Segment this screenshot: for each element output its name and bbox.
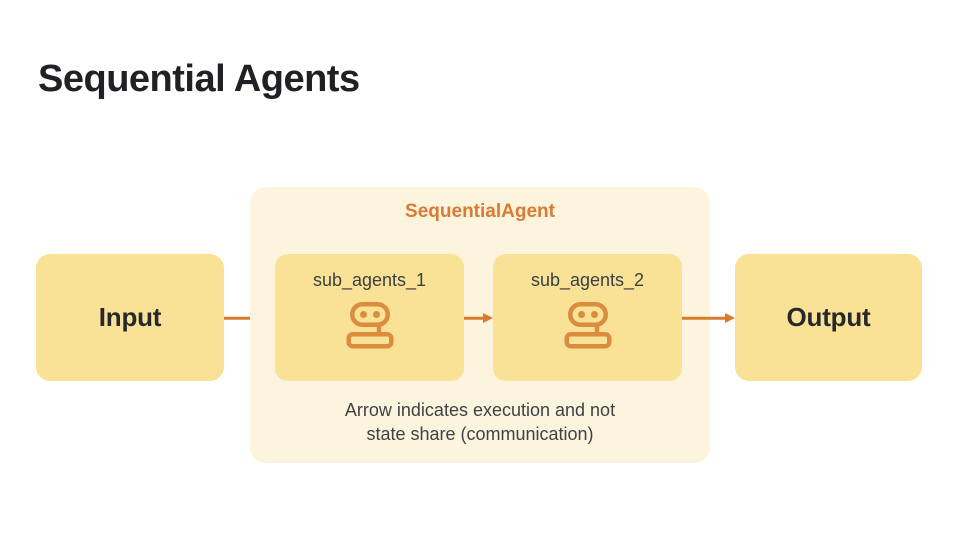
container-label: SequentialAgent <box>405 201 555 222</box>
sub-agent-2-label: sub_agents_2 <box>530 270 645 290</box>
node-output: Output <box>735 254 922 381</box>
node-sub-agent-2: sub_agents_2 <box>493 254 682 381</box>
caption-text: Arrow indicates execution and not state … <box>250 398 710 446</box>
input-label: Input <box>98 302 162 332</box>
arrowhead-icon <box>483 313 493 323</box>
sequential-agent-container: SequentialAgent sub_agents_1 sub_agents_… <box>250 187 710 463</box>
arrow-shaft <box>682 316 727 320</box>
arrow-sub2-to-output <box>682 312 735 324</box>
robot-icon <box>346 302 393 349</box>
page-title: Sequential Agents <box>38 58 360 100</box>
arrowhead-icon <box>725 313 735 323</box>
node-input: Input <box>36 254 224 381</box>
arrow-sub1-to-sub2 <box>464 312 493 324</box>
caption-line-2: state share (communication) <box>366 424 594 444</box>
sub-agent-1-label: sub_agents_1 <box>312 270 427 290</box>
robot-icon <box>564 302 611 349</box>
arrow-shaft <box>224 316 267 320</box>
node-sub-agent-1: sub_agents_1 <box>275 254 464 381</box>
caption-line-1: Arrow indicates execution and not <box>344 400 616 420</box>
arrow-shaft <box>464 316 485 320</box>
output-label: Output <box>786 302 871 332</box>
